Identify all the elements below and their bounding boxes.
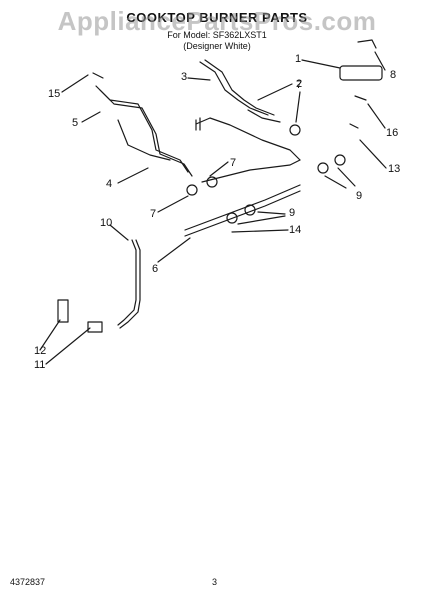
callout-6: 6 xyxy=(152,263,158,275)
callout-9a: 9 xyxy=(356,190,362,202)
tube-3 xyxy=(199,61,269,116)
tube-4 xyxy=(117,119,171,161)
part-1 xyxy=(339,65,383,81)
tube-3-second xyxy=(204,59,275,116)
callout-14: 14 xyxy=(289,224,301,236)
part-number: 4372837 xyxy=(10,577,46,587)
valve-7b xyxy=(206,176,218,188)
callout-7b: 7 xyxy=(230,157,236,169)
callout-3: 3 xyxy=(181,71,187,83)
orifice-9d xyxy=(226,212,238,224)
page-number: 3 xyxy=(212,577,218,587)
valve-7a xyxy=(289,124,301,136)
leader-8 xyxy=(374,51,386,71)
leader-15 xyxy=(61,74,89,93)
tube-10 xyxy=(117,239,137,326)
callout-10: 10 xyxy=(100,217,112,229)
callout-11: 11 xyxy=(34,359,45,371)
leader-13 xyxy=(359,139,387,169)
tube-10-second xyxy=(119,239,141,329)
callout-2: 2 xyxy=(296,78,302,90)
manifold-lower xyxy=(184,184,301,231)
orifice-9b xyxy=(317,162,329,174)
valve-body-11 xyxy=(87,321,103,333)
manifold-top xyxy=(195,117,301,161)
leader-9c xyxy=(257,211,286,215)
leader-5 xyxy=(81,111,101,123)
leader-9b xyxy=(324,175,347,189)
model-line: For Model: SF362LXST1 xyxy=(167,30,267,40)
part-13 xyxy=(349,123,359,129)
leader-12 xyxy=(39,319,61,351)
leader-14 xyxy=(231,229,289,233)
leader-6 xyxy=(157,237,191,263)
bracket-vert xyxy=(195,117,201,131)
callout-13: 13 xyxy=(388,163,400,175)
tube-2 xyxy=(247,109,281,123)
leader-10 xyxy=(109,224,129,241)
callout-1: 1 xyxy=(295,53,301,65)
valve-bracket-12 xyxy=(57,299,69,323)
callout-12: 12 xyxy=(34,345,46,357)
orifice-9c xyxy=(244,204,256,216)
callout-4: 4 xyxy=(106,178,112,190)
leader-7c xyxy=(157,195,189,213)
callout-8: 8 xyxy=(390,69,396,81)
leader-9d xyxy=(237,215,286,225)
leader-2 xyxy=(257,83,293,101)
callout-9b: 9 xyxy=(289,207,295,219)
leader-7a xyxy=(295,91,301,123)
callout-7a: 7 xyxy=(296,79,302,91)
tube-5-second xyxy=(99,89,193,177)
callout-16: 16 xyxy=(386,127,398,139)
manifold-lower-b xyxy=(184,190,301,237)
leader-16 xyxy=(367,103,386,129)
tube-5 xyxy=(95,85,189,173)
orifice-9a xyxy=(334,154,346,166)
tube-15 xyxy=(92,72,104,79)
variant-line: (Designer White) xyxy=(183,41,251,51)
manifold-bar xyxy=(201,159,301,183)
leader-4 xyxy=(117,167,149,184)
part-16 xyxy=(354,95,367,101)
valve-7c xyxy=(186,184,198,196)
diagram-title: COOKTOP BURNER PARTS xyxy=(126,10,308,25)
callout-15: 15 xyxy=(48,88,60,100)
leader-9a xyxy=(337,167,356,187)
callout-7c: 7 xyxy=(150,208,156,220)
leader-7b xyxy=(209,161,229,177)
leader-3 xyxy=(187,77,211,81)
leader-1 xyxy=(301,59,341,69)
part-8 xyxy=(357,39,377,49)
leader-11 xyxy=(45,327,91,365)
callout-5: 5 xyxy=(72,117,78,129)
